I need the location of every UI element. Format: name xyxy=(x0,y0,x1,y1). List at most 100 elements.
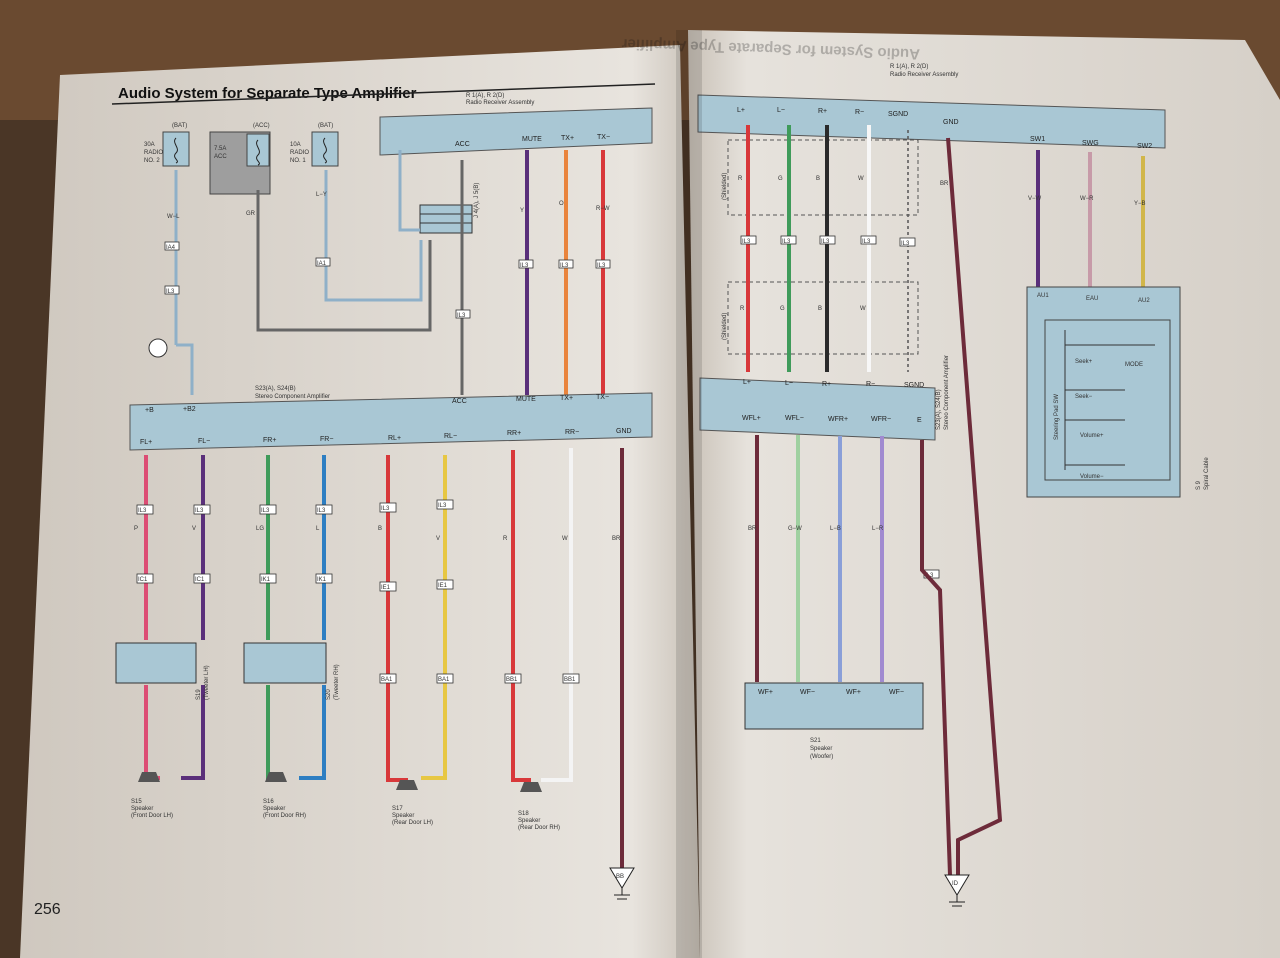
radio-to-amp-wires xyxy=(525,150,605,395)
svg-text:V: V xyxy=(192,526,196,532)
svg-text:R: R xyxy=(740,306,745,312)
svg-text:S21: S21 xyxy=(810,738,821,744)
svg-text:(Tweeter LH): (Tweeter LH) xyxy=(204,665,210,700)
shielded-box-1 xyxy=(727,139,919,216)
svg-text:(Shielded): (Shielded) xyxy=(722,173,728,200)
svg-text:G: G xyxy=(778,176,783,182)
svg-text:NO. 2: NO. 2 xyxy=(144,158,160,164)
svg-text:NO. 1: NO. 1 xyxy=(290,158,306,164)
speaker-rear-door-lh: S17 Speaker (Rear Door LH) xyxy=(392,780,433,826)
svg-text:L+: L+ xyxy=(737,107,745,114)
svg-text:IA4: IA4 xyxy=(166,245,176,251)
svg-text:FL−: FL− xyxy=(198,438,210,445)
svg-text:IE1: IE1 xyxy=(381,585,391,591)
svg-text:IL3: IL3 xyxy=(457,313,466,319)
woofer-wire-codes: BR G−W L−B L−R xyxy=(748,526,884,532)
svg-text:R 1(A), R 2(D): R 1(A), R 2(D) xyxy=(466,93,504,99)
page-number: 256 xyxy=(34,901,61,918)
svg-text:WF+: WF+ xyxy=(758,689,773,696)
svg-text:Volume−: Volume− xyxy=(1080,474,1104,480)
svg-text:BB1: BB1 xyxy=(564,677,576,683)
svg-text:(Tweeter RH): (Tweeter RH) xyxy=(334,664,340,700)
svg-text:BB: BB xyxy=(616,874,624,880)
svg-text:LG: LG xyxy=(256,526,264,532)
svg-text:GR: GR xyxy=(246,211,256,217)
svg-text:IL3: IL3 xyxy=(317,508,326,514)
svg-text:L+: L+ xyxy=(743,379,751,386)
svg-text:IE1: IE1 xyxy=(438,583,448,589)
speaker-woofer: WF+ WF− WF+ WF− S21 Speaker (Woofer) xyxy=(744,682,924,760)
svg-text:W: W xyxy=(858,176,864,182)
left-page xyxy=(20,45,700,958)
svg-text:WFR−: WFR− xyxy=(871,416,891,423)
svg-text:G−W: G−W xyxy=(788,526,802,532)
svg-text:IL3: IL3 xyxy=(742,239,751,245)
right-page xyxy=(688,30,1280,958)
svg-text:GND: GND xyxy=(616,428,632,435)
svg-text:IK1: IK1 xyxy=(261,577,271,583)
svg-text:R 1(A), R 2(D): R 1(A), R 2(D) xyxy=(890,64,928,70)
svg-text:IL3: IL3 xyxy=(782,239,791,245)
svg-text:Radio Receiver Assembly: Radio Receiver Assembly xyxy=(466,100,534,106)
svg-text:O: O xyxy=(559,201,564,207)
tweeter-rh: S20 (Tweeter RH) xyxy=(243,642,340,700)
svg-text:Y: Y xyxy=(520,208,524,214)
svg-text:IK1: IK1 xyxy=(317,577,327,583)
svg-text:R−: R− xyxy=(855,109,864,116)
svg-text:10A: 10A xyxy=(290,142,301,148)
svg-text:L−Y: L−Y xyxy=(316,192,327,198)
svg-text:S19: S19 xyxy=(196,689,202,700)
svg-text:SWG: SWG xyxy=(1082,140,1099,147)
svg-text:W: W xyxy=(562,536,568,542)
svg-text:RL+: RL+ xyxy=(388,435,401,442)
svg-text:RADIO: RADIO xyxy=(144,150,163,156)
ground-bb: BB xyxy=(609,867,635,900)
svg-text:IL3: IL3 xyxy=(821,239,830,245)
svg-text:WFL+: WFL+ xyxy=(742,415,761,422)
svg-text:IA1: IA1 xyxy=(317,261,327,267)
wire-codes-right: R G B W R G B W BR V−W W−R Y−B xyxy=(738,176,1146,312)
svg-text:Speaker: Speaker xyxy=(263,806,285,812)
svg-text:RR−: RR− xyxy=(565,429,579,436)
svg-text:FR+: FR+ xyxy=(263,437,276,444)
svg-text:WF−: WF− xyxy=(800,689,815,696)
svg-text:V: V xyxy=(436,536,440,542)
svg-text:S16: S16 xyxy=(263,799,274,805)
svg-text:Seek−: Seek− xyxy=(1075,394,1093,400)
svg-text:(Front Door LH): (Front Door LH) xyxy=(131,813,173,819)
svg-text:Radio Receiver Assembly: Radio Receiver Assembly xyxy=(890,72,958,78)
svg-text:Speaker: Speaker xyxy=(810,746,832,752)
svg-text:BB1: BB1 xyxy=(506,677,518,683)
svg-text:S17: S17 xyxy=(392,806,403,812)
svg-text:Stereo Component Amplifier: Stereo Component Amplifier xyxy=(255,394,330,400)
svg-text:RL−: RL− xyxy=(444,433,457,440)
page-title: Audio System for Separate Type Amplifier xyxy=(118,85,417,102)
svg-text:R+: R+ xyxy=(822,381,831,388)
svg-text:S 9: S 9 xyxy=(1196,480,1202,490)
svg-text:P: P xyxy=(134,526,138,532)
svg-text:S15: S15 xyxy=(131,799,142,805)
svg-text:IL3: IL3 xyxy=(438,503,447,509)
svg-text:(Rear Door LH): (Rear Door LH) xyxy=(392,820,433,826)
svg-text:W: W xyxy=(860,306,866,312)
svg-text:7.5A: 7.5A xyxy=(214,146,226,152)
svg-text:TX+: TX+ xyxy=(560,395,573,402)
svg-text:W−L: W−L xyxy=(167,214,180,220)
power-wires xyxy=(174,150,464,395)
svg-text:Speaker: Speaker xyxy=(131,806,153,812)
svg-text:MUTE: MUTE xyxy=(522,136,542,143)
svg-text:Spiral Cable: Spiral Cable xyxy=(1204,457,1210,490)
svg-text:G: G xyxy=(780,306,785,312)
radio-receiver-band: R 1(A), R 2(D) Radio Receiver Assembly A… xyxy=(379,93,653,156)
svg-text:IL3: IL3 xyxy=(166,289,175,295)
svg-text:(Front Door RH): (Front Door RH) xyxy=(263,813,306,819)
svg-text:AU1: AU1 xyxy=(1037,293,1049,299)
svg-text:RADIO: RADIO xyxy=(290,150,309,156)
svg-text:Steering Pad SW: Steering Pad SW xyxy=(1054,394,1060,440)
svg-text:IL3: IL3 xyxy=(261,508,270,514)
svg-text:30A: 30A xyxy=(144,142,155,148)
svg-text:(ACC): (ACC) xyxy=(253,123,270,129)
svg-text:J 4(A), J 5(B): J 4(A), J 5(B) xyxy=(474,183,480,218)
svg-text:SGND: SGND xyxy=(904,382,924,389)
svg-text:+B: +B xyxy=(145,407,154,414)
